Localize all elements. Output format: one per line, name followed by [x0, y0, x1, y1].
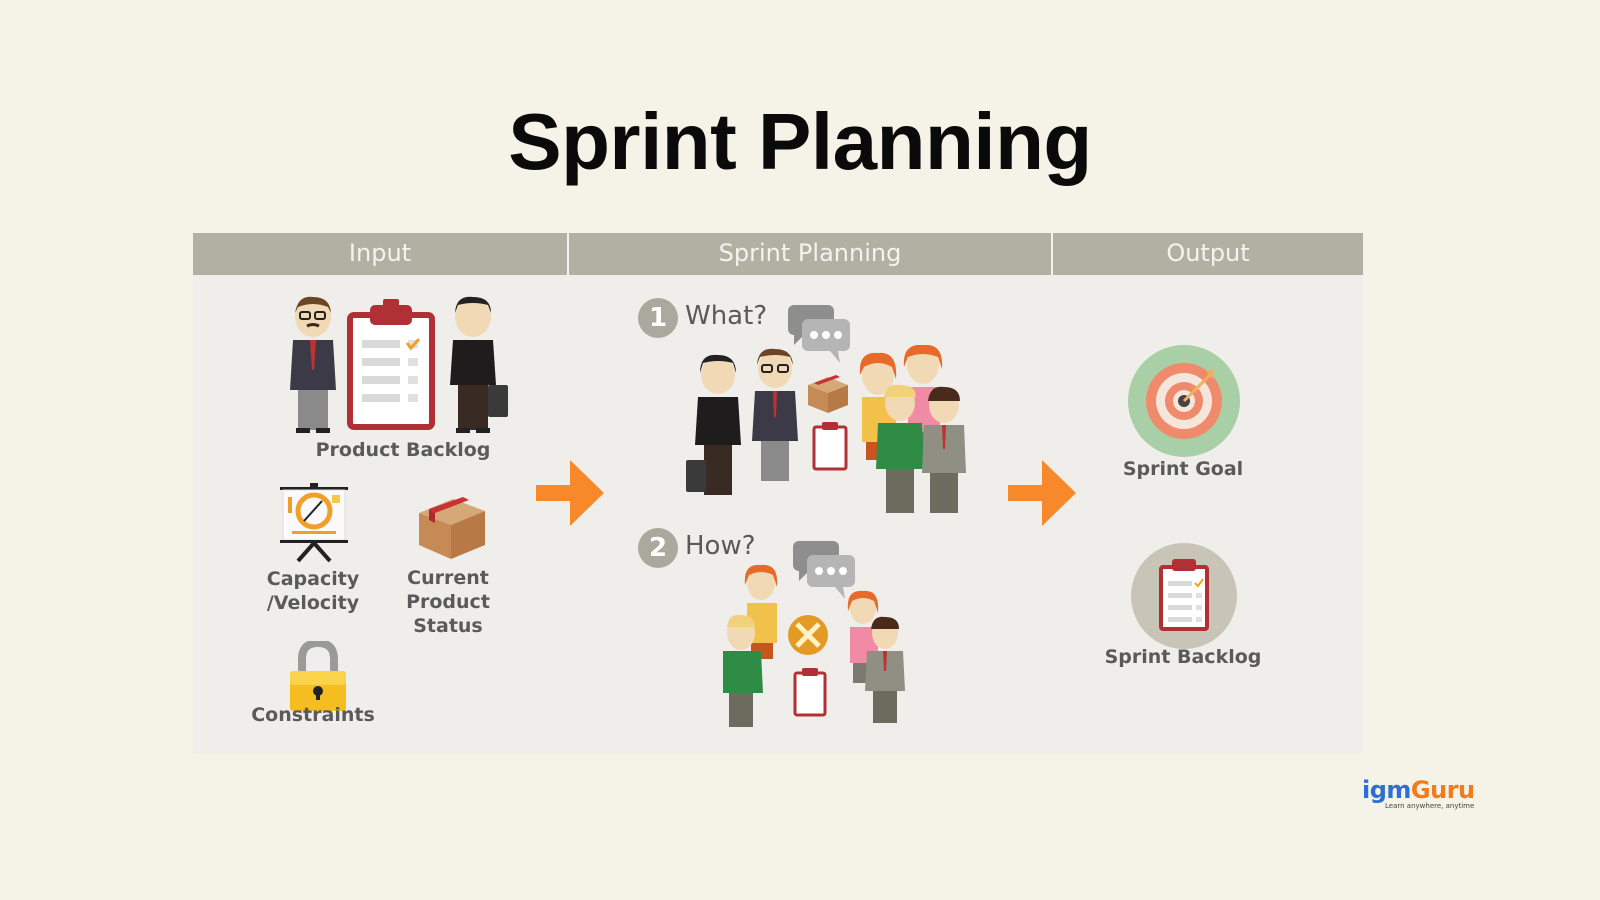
header-divider	[1051, 233, 1053, 275]
person-icon	[752, 348, 798, 481]
current-product-status-label: Current Product Status	[406, 567, 490, 637]
person-icon	[922, 386, 966, 513]
clipboard-icon	[793, 668, 827, 717]
person-icon	[686, 354, 741, 495]
clipboard-icon	[347, 299, 435, 430]
constraints-label: Constraints	[251, 704, 375, 726]
step-number-badge: 1	[638, 298, 678, 338]
step-how-label: How?	[685, 531, 756, 561]
brand-tagline: Learn anywhere, anytime	[1385, 802, 1475, 810]
sprint-goal-label: Sprint Goal	[1122, 458, 1244, 480]
execution-team-illustration	[723, 564, 905, 727]
header-divider	[567, 233, 569, 275]
product-backlog-label: Product Backlog	[315, 439, 491, 461]
speech-bubbles-icon	[793, 541, 855, 599]
clipboard-icon	[812, 422, 848, 471]
tools-icon	[788, 615, 828, 655]
step-number-badge: 2	[638, 528, 678, 568]
speech-bubbles-icon	[788, 305, 850, 363]
sprint-planning-diagram: Input Sprint Planning Output	[193, 233, 1363, 754]
arrow-right-icon	[536, 460, 604, 526]
person-icon	[876, 384, 924, 513]
column-header-output: Output	[1053, 233, 1363, 275]
planning-team-illustration	[686, 345, 966, 513]
target-icon	[1128, 345, 1240, 457]
column-header-sprint-planning: Sprint Planning	[569, 233, 1051, 275]
column-header-input: Input	[193, 233, 567, 275]
capacity-velocity-label: Capacity /Velocity	[266, 568, 360, 614]
brand-logo: igmGuru	[1362, 776, 1475, 804]
person-icon	[723, 614, 763, 727]
person-icon	[450, 296, 508, 433]
cardboard-box-icon	[419, 497, 485, 559]
person-icon	[865, 616, 905, 723]
step-what-label: What?	[685, 301, 768, 331]
sprint-backlog-label: Sprint Backlog	[1104, 646, 1262, 668]
cardboard-box-icon	[808, 375, 848, 413]
page-title: Sprint Planning	[508, 97, 1092, 186]
arrow-right-icon	[1008, 460, 1076, 526]
person-icon	[290, 296, 336, 433]
presentation-chart-icon	[280, 483, 348, 563]
sprint-backlog-icon	[1131, 543, 1237, 649]
padlock-icon	[290, 641, 346, 711]
product-backlog-illustration	[290, 296, 508, 433]
